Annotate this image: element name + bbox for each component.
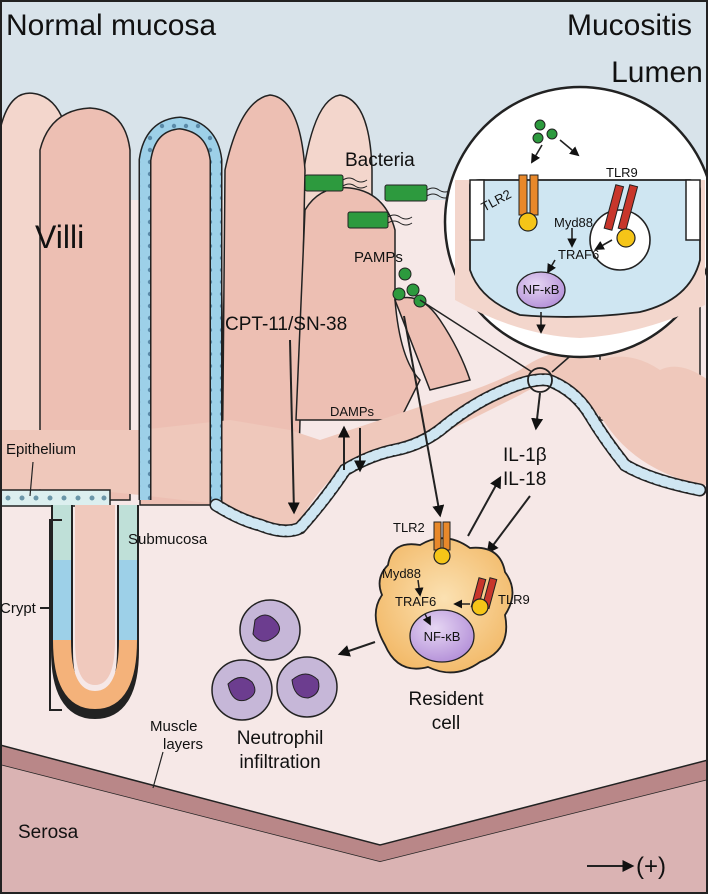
- inset-myd88: [518, 212, 538, 232]
- scale-label: (+): [636, 853, 666, 880]
- inset-myd88-label: Myd88: [554, 215, 593, 230]
- drug-arrow: [287, 339, 300, 515]
- resident-label-line2: cell: [432, 713, 461, 734]
- inset-tlr9-label: TLR9: [606, 165, 638, 180]
- pamps-dots: [392, 267, 427, 308]
- muscle-label-line1: Muscle: [150, 718, 198, 735]
- epithelium-pointer: [29, 461, 34, 497]
- inset-nfkb-label: NF-κB: [523, 282, 560, 297]
- cell-tlr2-label: TLR2: [393, 520, 425, 535]
- bacterium: [304, 174, 344, 192]
- damps-label: DAMPs: [330, 404, 375, 419]
- cell-nfkb-label: NF-κB: [424, 629, 461, 644]
- neutrophil-arrow: [337, 641, 376, 657]
- crypt: [51, 505, 139, 720]
- cell-myd88-label: Myd88: [382, 566, 421, 581]
- header-mucositis: Mucositis: [567, 9, 692, 42]
- il18-label: IL-18: [503, 469, 546, 490]
- villi: [39, 94, 471, 511]
- cytokine-up-arrow: [467, 475, 502, 537]
- damaged-epithelium: [211, 374, 705, 536]
- serosa-label: Serosa: [18, 822, 79, 843]
- neutrophil-label-line2: infiltration: [239, 752, 320, 773]
- neutrophil: [239, 599, 301, 661]
- inset-tlr2-receptor: [518, 174, 528, 216]
- neutrophil: [211, 659, 273, 721]
- neutrophil: [276, 656, 338, 718]
- inset-nfkb: [516, 271, 566, 309]
- cell-traf6-label: TRAF6: [395, 594, 436, 609]
- submucosa-label: Submucosa: [128, 531, 208, 548]
- cytokine-down-arrow: [486, 495, 531, 554]
- epithelium-label: Epithelium: [6, 441, 76, 458]
- epithelium-nuclei: [5, 495, 107, 501]
- zoom-marker: [527, 367, 553, 393]
- inset-traf6-label: TRAF6: [558, 247, 599, 262]
- cell-myd88: [433, 547, 451, 565]
- receptor-inset: [443, 85, 708, 359]
- villi-label: Villi: [35, 219, 84, 255]
- bacteria-group: [304, 174, 452, 229]
- epithelium-villus: [140, 117, 221, 505]
- muscle-label-line2: layers: [163, 736, 203, 753]
- crypt-bracket: [40, 519, 62, 711]
- muscle-layers: [0, 744, 708, 863]
- il1b-label: IL-1β: [503, 445, 547, 466]
- lamina-propria: [0, 352, 708, 528]
- crypt-label: Crypt: [0, 600, 37, 617]
- bacterium: [347, 211, 389, 229]
- drug-label: CPT-11/SN-38: [225, 314, 347, 335]
- inset-tlr9-receptor: [603, 184, 625, 231]
- header-normal-mucosa: Normal mucosa: [6, 9, 216, 42]
- pamps-arrow: [403, 315, 445, 518]
- cell-tlr9-label: TLR9: [498, 592, 530, 607]
- resident-cell: [374, 521, 514, 674]
- neutrophil-label-line1: Neutrophil: [237, 728, 324, 749]
- zoom-to-cytokines-arrow: [531, 392, 544, 431]
- header-lumen: Lumen: [611, 56, 703, 89]
- zoom-connector: [419, 299, 533, 373]
- resident-label-line1: Resident: [409, 689, 485, 710]
- muscle-pointer: [152, 751, 164, 789]
- serosa: [0, 765, 708, 894]
- pamps-label: PAMPs: [354, 249, 403, 266]
- neutrophils: [211, 599, 338, 721]
- bacterium: [384, 184, 428, 202]
- bacteria-label: Bacteria: [345, 150, 415, 171]
